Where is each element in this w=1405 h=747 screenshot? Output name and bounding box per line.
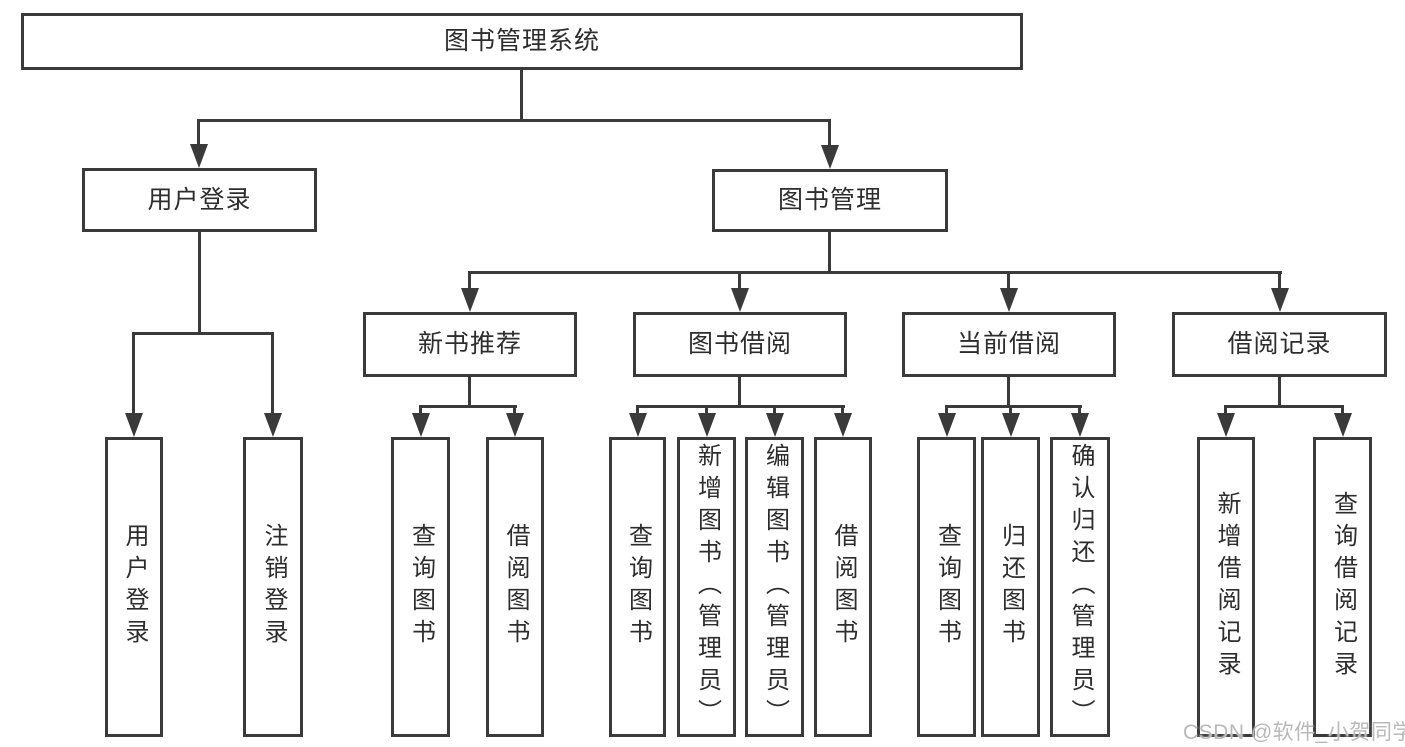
connector-line (945, 405, 1082, 408)
leaf-label: 编辑图书（管理员） (761, 443, 789, 731)
connector-line (773, 405, 776, 414)
connector-line (198, 232, 201, 335)
connector-line (636, 405, 845, 408)
connector-line (419, 405, 517, 408)
connector-line (419, 405, 422, 414)
node-user-login: 用户登录 (82, 168, 317, 232)
leaf-search-books-3: 查询图书 (917, 437, 976, 737)
arrowhead-icon (766, 413, 784, 437)
csdn-watermark: CSDN @软件_小贺同学 (1183, 721, 1405, 744)
connector-line (1007, 377, 1010, 408)
arrowhead-icon (834, 413, 852, 437)
leaf-label: 用户登录 (121, 523, 148, 651)
node-book-borrow: 图书借阅 (633, 312, 847, 377)
node-book-management: 图书管理 (712, 169, 948, 232)
connector-line (1224, 405, 1344, 408)
connector-line (132, 332, 274, 335)
leaf-label: 确认归还（管理员） (1067, 443, 1094, 731)
leaf-label: 新增图书（管理员） (693, 443, 721, 731)
arrowhead-icon (506, 413, 524, 437)
connector-line (469, 271, 1282, 274)
leaf-label: 查询图书 (407, 523, 435, 651)
arrowhead-icon (731, 288, 749, 312)
arrowhead-icon (190, 144, 208, 168)
connector-line (513, 405, 516, 414)
connector-line (841, 405, 844, 414)
connector-line (1007, 271, 1010, 290)
connector-line (468, 271, 471, 290)
node-current-borrow: 当前借阅 (902, 312, 1116, 377)
leaf-label: 借阅图书 (830, 523, 857, 651)
arrowhead-icon (1217, 413, 1235, 437)
connector-line (197, 119, 831, 122)
leaf-label: 注销登录 (260, 523, 287, 651)
connector-line (271, 332, 274, 413)
arrowhead-icon (938, 413, 956, 437)
node-borrow-records: 借阅记录 (1172, 312, 1387, 377)
connector-line (1078, 405, 1081, 414)
arrowhead-icon (821, 145, 839, 169)
leaf-borrow-books-2: 借阅图书 (814, 437, 872, 737)
leaf-logout: 注销登录 (243, 437, 303, 737)
leaf-label: 新增借阅记录 (1213, 491, 1240, 683)
leaf-confirm-return-admin: 确认归还（管理员） (1050, 437, 1110, 737)
leaf-label: 查询图书 (624, 523, 652, 651)
connector-line (705, 405, 708, 414)
leaf-borrow-books-1: 借阅图书 (486, 437, 544, 737)
connector-line (1224, 405, 1227, 414)
connector-line (468, 377, 471, 408)
leaf-return-books: 归还图书 (981, 437, 1040, 737)
node-new-book-recommend: 新书推荐 (363, 312, 577, 377)
leaf-search-books-2: 查询图书 (609, 437, 666, 737)
leaf-label: 归还图书 (997, 523, 1025, 651)
arrowhead-icon (264, 413, 282, 437)
leaf-edit-books-admin: 编辑图书（管理员） (745, 437, 804, 737)
leaf-add-books-admin: 新增图书（管理员） (677, 437, 736, 737)
arrowhead-icon (1002, 413, 1020, 437)
arrowhead-icon (412, 413, 430, 437)
arrowhead-icon (629, 413, 647, 437)
leaf-label: 借阅图书 (502, 523, 529, 651)
connector-line (738, 271, 741, 290)
node-root: 图书管理系统 (21, 13, 1023, 70)
leaf-label: 查询图书 (933, 523, 961, 651)
arrowhead-icon (461, 288, 479, 312)
connector-line (828, 232, 831, 274)
connector-line (945, 405, 948, 414)
arrowhead-icon (1071, 413, 1089, 437)
connector-line (1278, 271, 1281, 290)
arrowhead-icon (698, 413, 716, 437)
leaf-search-books-1: 查询图书 (391, 437, 450, 737)
arrowhead-icon (1271, 288, 1289, 312)
connector-line (132, 332, 135, 413)
connector-line (738, 377, 741, 408)
leaf-label: 查询借阅记录 (1329, 491, 1357, 683)
connector-line (520, 70, 523, 120)
leaf-search-borrow-record: 查询借阅记录 (1313, 437, 1372, 737)
connector-line (1341, 405, 1344, 414)
arrowhead-icon (1334, 413, 1352, 437)
arrowhead-icon (1000, 288, 1018, 312)
arrowhead-icon (125, 413, 143, 437)
connector-line (636, 405, 639, 414)
leaf-user-login: 用户登录 (105, 437, 163, 737)
leaf-add-borrow-record: 新增借阅记录 (1197, 437, 1255, 737)
connector-line (1009, 405, 1012, 414)
connector-line (1278, 377, 1281, 408)
connector-line (197, 119, 200, 146)
connector-line (828, 119, 831, 146)
